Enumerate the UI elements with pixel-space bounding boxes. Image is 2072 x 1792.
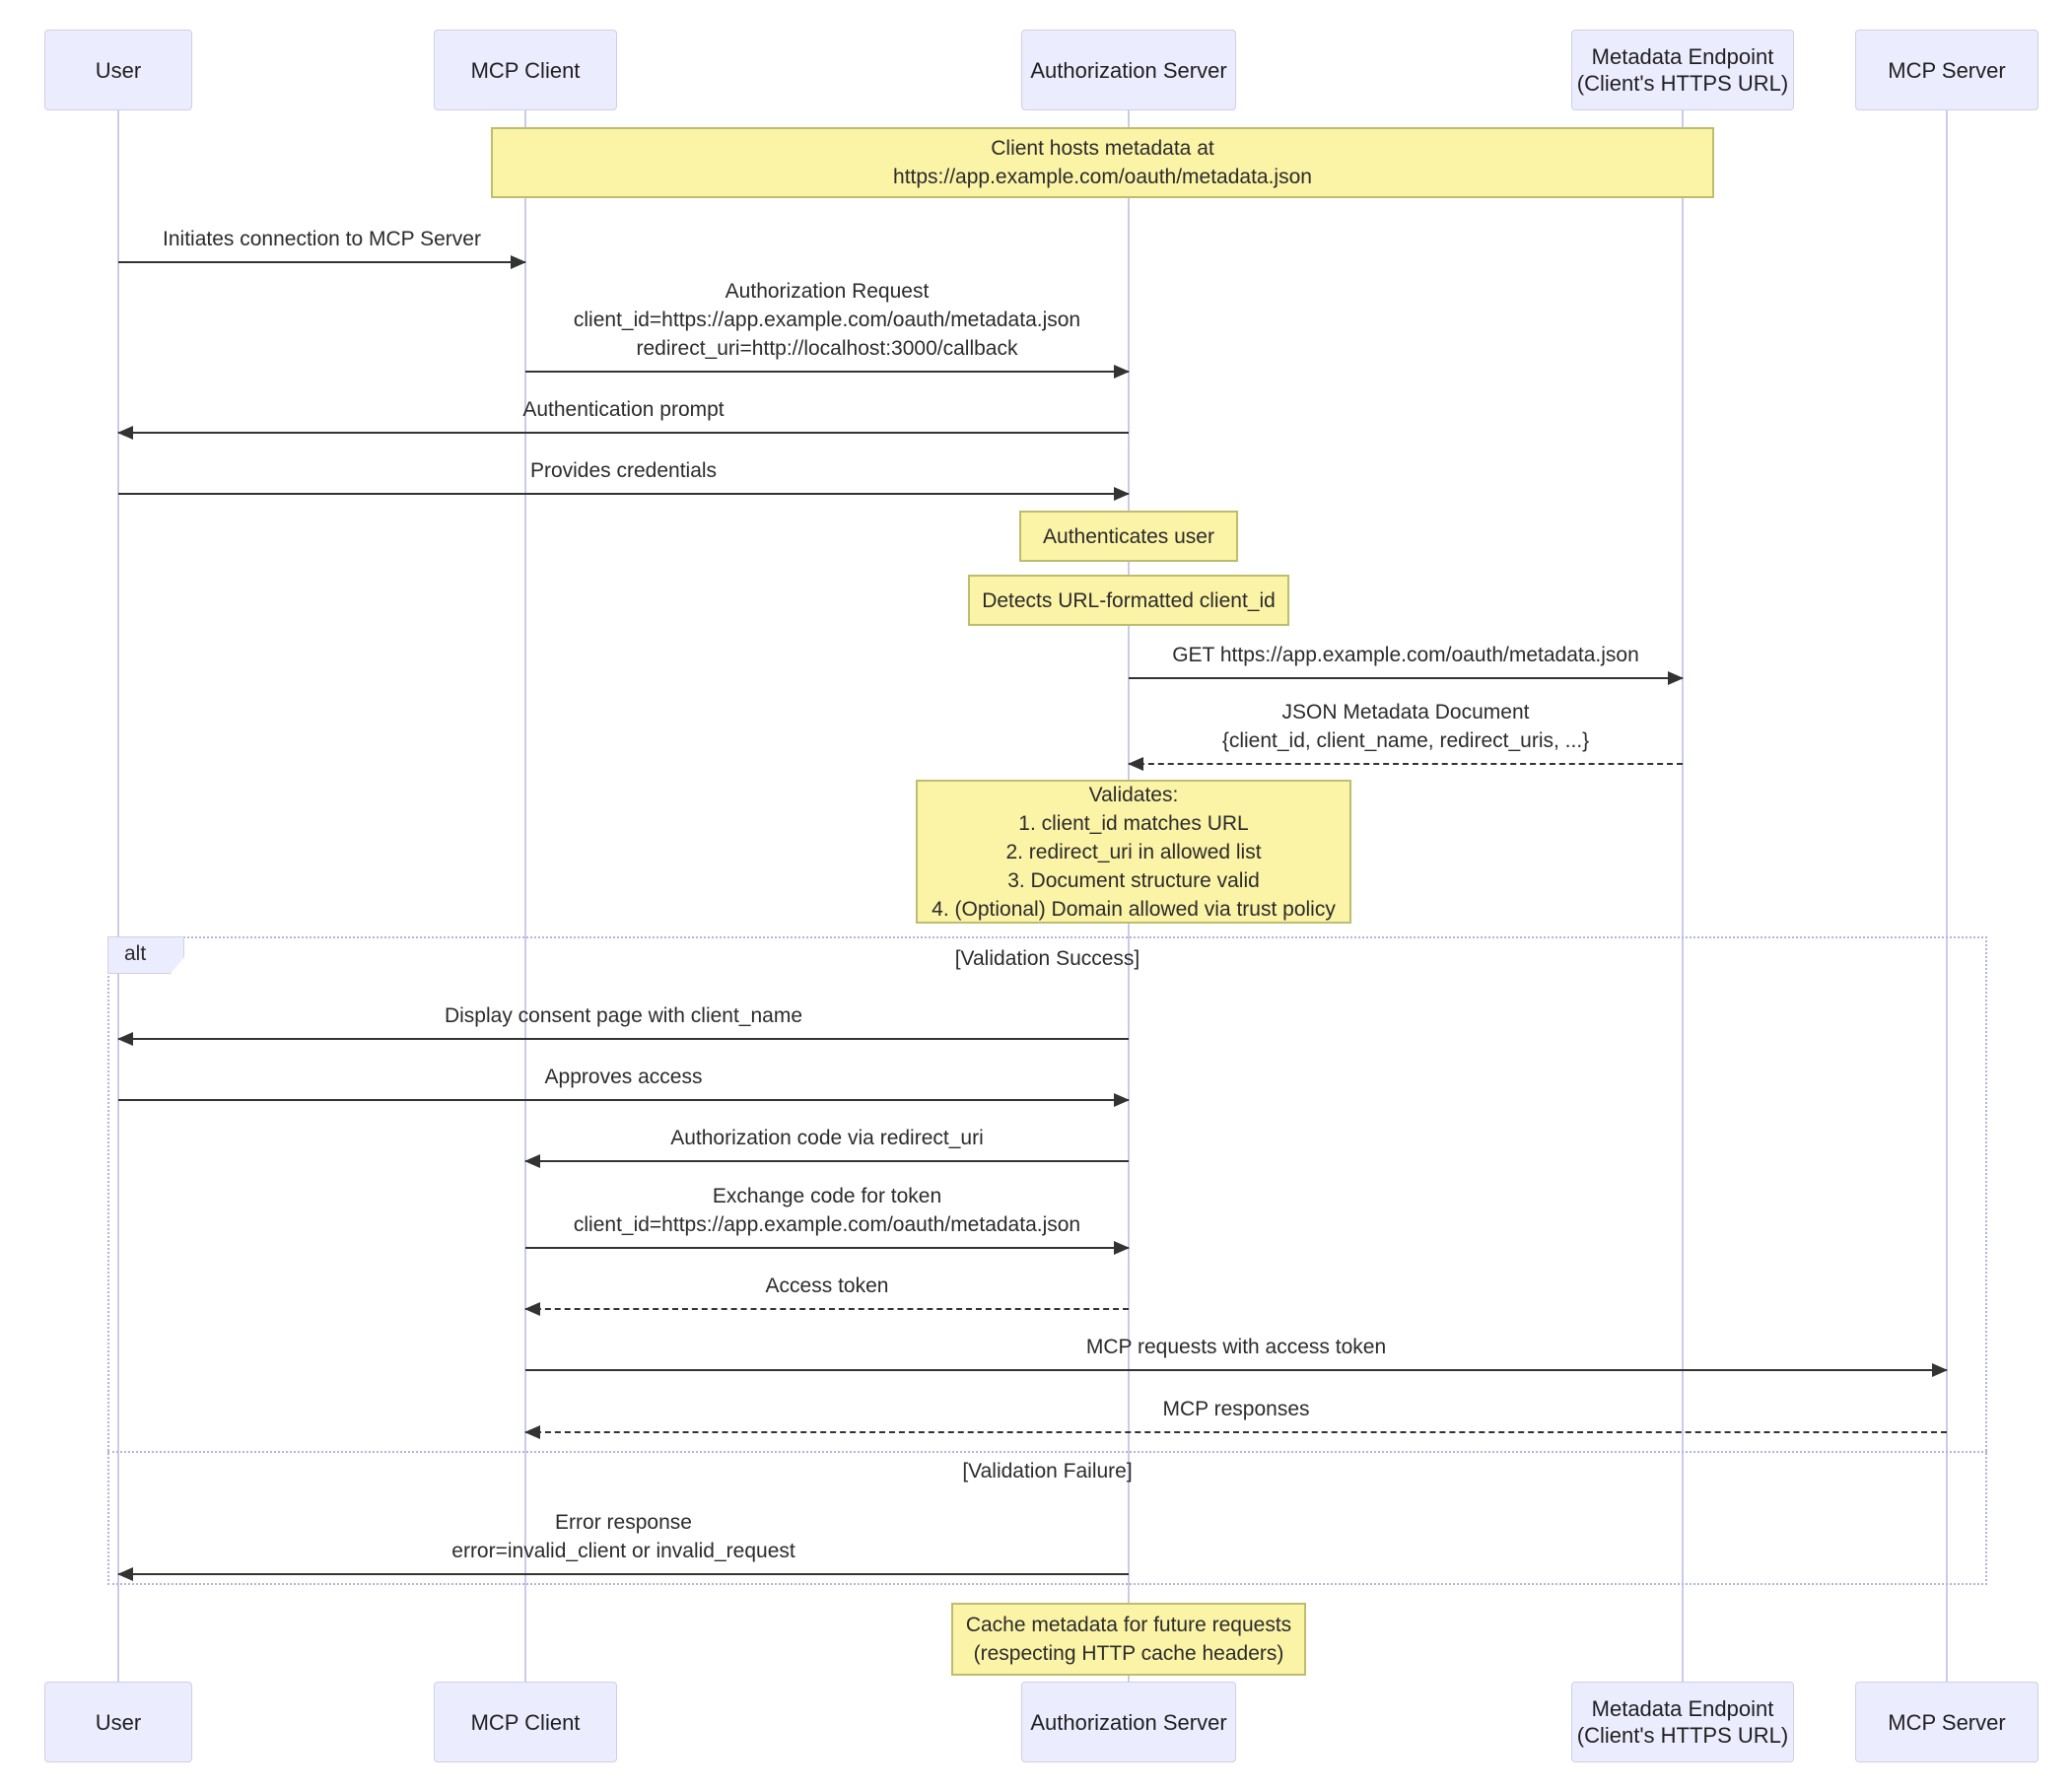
arrow-line: [525, 1308, 1129, 1310]
arrowhead-left-icon: [524, 1154, 540, 1168]
message-label: Approves access: [544, 1066, 703, 1088]
message-label: Error response error=invalid_client or i…: [451, 1511, 795, 1562]
message-label: Initiates connection to MCP Server: [163, 228, 481, 250]
arrowhead-left-icon: [524, 1302, 540, 1316]
arrowhead-right-icon: [1114, 487, 1130, 501]
message-label: Authentication prompt: [522, 398, 725, 421]
arrowhead-left-icon: [117, 426, 133, 440]
arrow-line: [1129, 677, 1683, 679]
message-label: GET https://app.example.com/oauth/metada…: [1172, 644, 1639, 666]
participant-auth-server-bottom: Authorization Server: [1021, 1682, 1236, 1762]
message-label: Authorization code via redirect_uri: [670, 1127, 984, 1149]
message-label: Authorization Request client_id=https://…: [573, 280, 1081, 360]
arrowhead-left-icon: [1128, 757, 1143, 771]
validation-success-label: [Validation Success]: [954, 947, 1140, 970]
arrow-line: [1129, 763, 1683, 765]
participant-auth-server-top: Authorization Server: [1021, 30, 1236, 110]
arrow-line: [525, 1247, 1129, 1249]
arrowhead-right-icon: [1114, 1093, 1130, 1107]
participant-user-bottom: User: [44, 1682, 192, 1762]
note-validates: Validates: 1. client_id matches URL 2. r…: [916, 780, 1351, 924]
alt-divider-line: [107, 1451, 1987, 1453]
lifeline-mcp-server: [1946, 110, 1948, 1682]
validation-failure-label: [Validation Failure]: [962, 1460, 1133, 1482]
participant-mcp-client-top: MCP Client: [434, 30, 617, 110]
message-label: Exchange code for token client_id=https:…: [573, 1185, 1081, 1236]
note-client-hosts-metadata: Client hosts metadata at https://app.exa…: [491, 127, 1714, 198]
arrow-line: [525, 1369, 1947, 1371]
alt-label: alt: [107, 936, 184, 974]
alt-frame: alt [Validation Success]: [107, 936, 1987, 1585]
arrowhead-right-icon: [1114, 1241, 1130, 1255]
arrow-line: [118, 1099, 1129, 1101]
arrowhead-left-icon: [117, 1567, 133, 1581]
arrow-line: [525, 371, 1129, 373]
arrowhead-right-icon: [1668, 671, 1684, 685]
message-label: MCP responses: [1162, 1398, 1310, 1420]
message-label: Display consent page with client_name: [444, 1004, 803, 1027]
participant-metadata-endpoint-bottom: Metadata Endpoint (Client's HTTPS URL): [1571, 1682, 1794, 1762]
arrow-line: [118, 261, 525, 263]
participant-metadata-endpoint-top: Metadata Endpoint (Client's HTTPS URL): [1571, 30, 1794, 110]
note-cache-metadata: Cache metadata for future requests (resp…: [951, 1603, 1306, 1676]
message-label: JSON Metadata Document {client_id, clien…: [1221, 701, 1590, 752]
arrowhead-left-icon: [117, 1032, 133, 1046]
arrowhead-left-icon: [524, 1425, 540, 1439]
lifeline-user: [117, 110, 119, 1682]
arrow-line: [525, 1431, 1947, 1433]
arrowhead-right-icon: [511, 255, 526, 269]
message-label: Provides credentials: [529, 459, 718, 482]
lifeline-metadata-endpoint: [1682, 110, 1684, 1682]
participant-user-top: User: [44, 30, 192, 110]
participant-mcp-server-top: MCP Server: [1855, 30, 2038, 110]
arrowhead-right-icon: [1932, 1363, 1948, 1377]
arrow-line: [118, 1573, 1129, 1575]
lifeline-mcp-client: [524, 110, 526, 1682]
note-detects-url-client-id: Detects URL-formatted client_id: [968, 575, 1289, 626]
message-label: Access token: [765, 1275, 889, 1297]
note-authenticates-user: Authenticates user: [1019, 511, 1238, 562]
arrow-line: [118, 1038, 1129, 1040]
arrow-line: [118, 493, 1129, 495]
arrowhead-right-icon: [1114, 365, 1130, 379]
participant-mcp-server-bottom: MCP Server: [1855, 1682, 2038, 1762]
participant-mcp-client-bottom: MCP Client: [434, 1682, 617, 1762]
message-label: MCP requests with access token: [1085, 1336, 1387, 1358]
arrow-line: [118, 432, 1129, 434]
arrow-line: [525, 1160, 1129, 1162]
